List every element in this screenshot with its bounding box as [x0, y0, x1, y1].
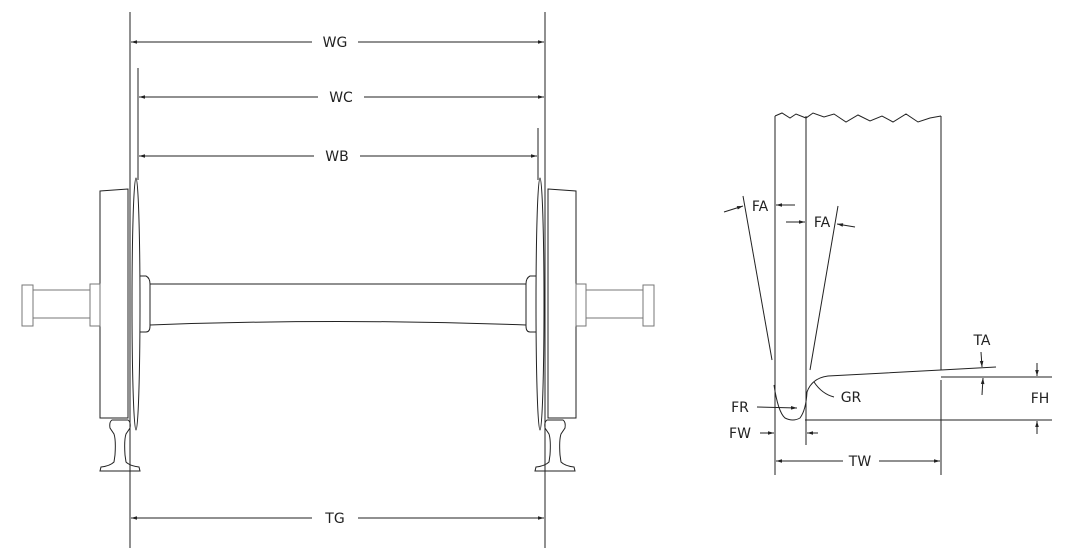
- wg-label: WG: [323, 35, 348, 51]
- fa-arrow: [836, 223, 856, 228]
- ta-label: TA: [972, 333, 990, 349]
- left-rail: [99, 419, 141, 472]
- fa-arrow: [723, 205, 744, 213]
- gr-leader: [813, 381, 835, 398]
- left-wheel: [99, 177, 151, 431]
- left-journal: [21, 283, 101, 327]
- wb-label: WB: [325, 149, 348, 165]
- flange-angle-line: [809, 205, 839, 371]
- wheel-profile-detail: FA FA TA GR FH FR FW TW: [723, 112, 1052, 475]
- fr-label: FR: [731, 400, 749, 416]
- fr-leader: [756, 406, 798, 410]
- fa-right-label: FA: [814, 215, 831, 231]
- right-rail: [534, 419, 576, 472]
- fa-left-label: FA: [752, 199, 769, 215]
- ta-arrow: [980, 377, 985, 396]
- ta-arrow: [979, 351, 984, 368]
- right-wheel: [525, 177, 577, 431]
- taper-line: [940, 366, 997, 371]
- fw-label: FW: [729, 426, 751, 442]
- flange-angle-line: [742, 195, 773, 361]
- axle: [149, 283, 527, 326]
- wc-label: WC: [329, 90, 353, 106]
- tw-label: TW: [848, 454, 872, 470]
- right-journal: [575, 283, 655, 327]
- wheel-profile: [773, 369, 942, 421]
- wheelset-elevation: WG WC WB TG: [21, 12, 655, 548]
- break-line: [774, 112, 942, 123]
- gr-label: GR: [841, 390, 862, 406]
- fh-label: FH: [1031, 391, 1050, 407]
- tg-label: TG: [324, 511, 344, 527]
